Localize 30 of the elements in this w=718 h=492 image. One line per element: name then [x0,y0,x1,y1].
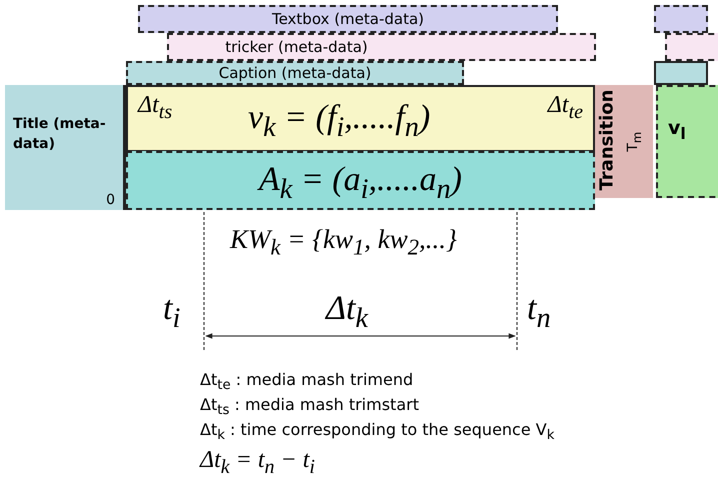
video-segment-bar [126,85,595,152]
math-formula: Δt$_{k}$ = t$_{n}$ − t$_{i}$ [200,448,315,477]
segment-label: v$_{l}$ [668,119,686,142]
bar-label: Textbox (meta-data) [270,12,426,27]
math-formula: A$_{k}$ = (a$_{i}$,.....a$_{n}$) [256,163,463,204]
audio-segment-bar [126,151,595,210]
textbox-bar [654,5,708,33]
transition-label: Transition [598,90,616,190]
bar-label: Caption (meta-data) [218,66,372,81]
bar-label: tricker (meta-data) [224,40,369,55]
tricker-bar [167,33,596,61]
time-label: t$_{i}$ [163,292,180,334]
textbox-bar [138,5,558,33]
math-label: Δt$_{ts}$ [138,93,172,122]
title-box [5,85,123,210]
transition-box [595,85,653,198]
video-segment-bar [656,85,718,198]
time-label: t$_{n}$ [527,292,551,334]
legend-text: Δt$_{ts}$ : media mash trimstart [200,397,419,418]
legend-text: Δt$_{te}$ : media mash trimend [200,372,414,393]
dimension-label: Δt$_{k}$ [326,292,368,334]
index-label: 0 [106,193,115,207]
math-formula: v$_{k}$ = (f$_{i}$,.....f$_{n}$) [248,101,430,142]
tricker-bar [665,33,718,61]
caption-bar [126,61,464,85]
caption-bar [654,61,708,85]
math-label: Δt$_{te}$ [548,93,583,122]
title-text: Title (meta-data) [13,115,107,154]
math-formula: KW$_{k}$ = {kw$_{1}$, kw$_{2}$,...} [230,226,457,259]
legend-text: Δt$_{k}$ : time corresponding to the sequence V$_{k}$ [200,422,554,443]
